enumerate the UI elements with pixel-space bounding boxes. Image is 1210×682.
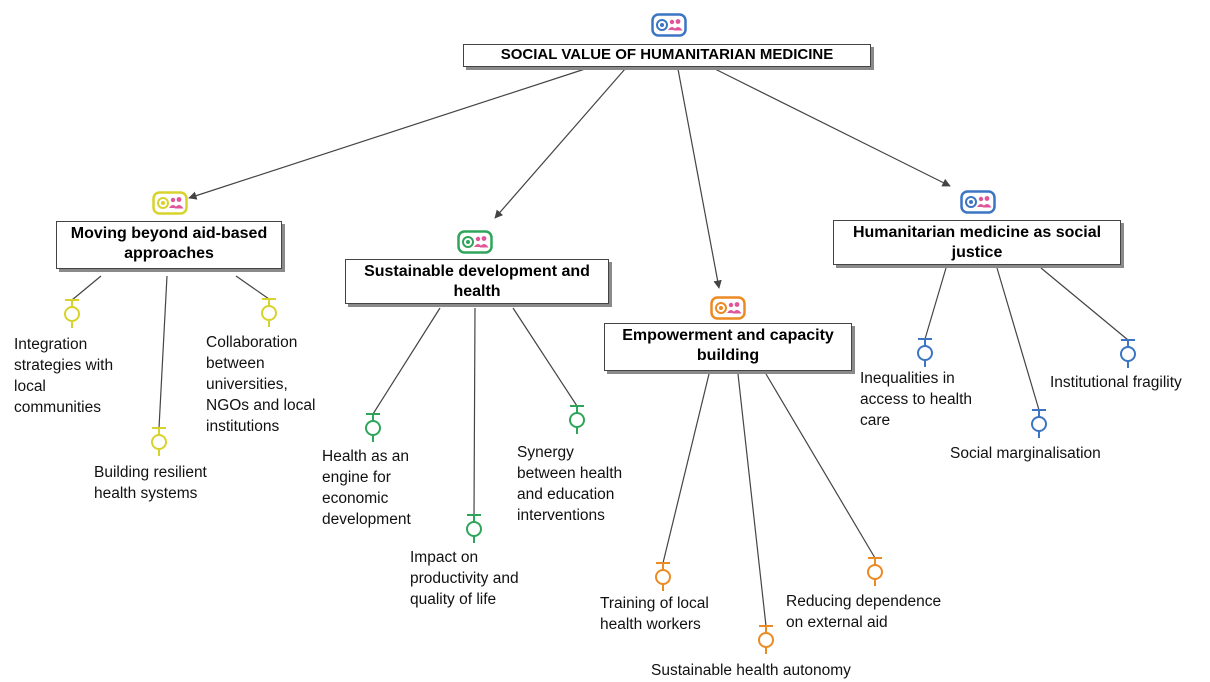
leaf-edge-6 xyxy=(512,307,578,407)
category-empowerment[interactable]: Empowerment and capacity building xyxy=(604,323,852,371)
category-2-idea-person-icon xyxy=(457,230,493,254)
leaf-synergy-health-education[interactable]: Synergy between health and education int… xyxy=(517,444,623,524)
leaf-edge-2 xyxy=(158,275,168,429)
root-idea-person-icon xyxy=(651,13,687,37)
leaf-marker-8 xyxy=(758,625,774,654)
root-edge-4 xyxy=(714,68,951,187)
category-moving-beyond-aid[interactable]: Moving beyond aid-based approaches xyxy=(56,221,282,269)
category-3-idea-person-icon xyxy=(710,296,746,320)
leaf-training-workers[interactable]: Training of local health workers xyxy=(600,595,709,633)
category-social-justice[interactable]: Humanitarian medicine as social justice xyxy=(833,220,1121,265)
leaf-integration-strategies[interactable]: Integration strategies with local commun… xyxy=(14,336,114,416)
leaf-social-marginalisation[interactable]: Social marginalisation xyxy=(950,445,1101,462)
root-edge-3 xyxy=(677,68,722,289)
leaf-collaboration[interactable]: Collaboration between universities, NGOs… xyxy=(206,334,316,435)
leaf-impact-productivity[interactable]: Impact on productivity and quality of li… xyxy=(410,549,519,608)
leaf-institutional-fragility[interactable]: Institutional fragility xyxy=(1050,374,1182,391)
leaf-building-resilient-health[interactable]: Building resilient health systems xyxy=(94,464,207,502)
leaf-marker-6 xyxy=(569,405,585,434)
root-edge-2 xyxy=(494,68,626,219)
leaf-marker-4 xyxy=(365,413,381,442)
leaf-marker-5 xyxy=(466,514,482,543)
leaf-marker-12 xyxy=(1120,339,1136,368)
category-1-idea-person-icon xyxy=(152,191,188,215)
leaf-edge-5 xyxy=(473,307,476,516)
leaf-edge-12 xyxy=(1040,267,1129,341)
leaf-edge-4 xyxy=(372,307,441,415)
category-sustainable-development[interactable]: Sustainable development and health xyxy=(345,259,609,304)
leaf-edge-10 xyxy=(924,267,947,340)
category-4-idea-person-icon xyxy=(960,190,996,214)
leaf-inequalities-access[interactable]: Inequalities in access to health care xyxy=(860,370,973,429)
leaf-marker-10 xyxy=(917,338,933,367)
leaf-marker-7 xyxy=(655,562,671,591)
leaf-edge-9 xyxy=(765,373,876,559)
leaf-marker-2 xyxy=(151,427,167,456)
leaf-edge-1 xyxy=(71,275,102,301)
leaf-edge-7 xyxy=(662,373,710,564)
leaf-marker-1 xyxy=(64,299,80,328)
root-edge-1 xyxy=(188,68,586,200)
leaf-edge-8 xyxy=(737,373,767,627)
leaf-edge-11 xyxy=(996,267,1040,411)
leaf-sustainable-autonomy[interactable]: Sustainable health autonomy xyxy=(651,662,851,679)
root-topic[interactable]: SOCIAL VALUE OF HUMANITARIAN MEDICINE xyxy=(463,44,871,67)
leaf-marker-9 xyxy=(867,557,883,586)
leaf-edge-3 xyxy=(235,275,270,300)
leaf-marker-3 xyxy=(261,298,277,327)
leaf-marker-11 xyxy=(1031,409,1047,438)
leaf-reducing-dependence[interactable]: Reducing dependence on external aid xyxy=(786,593,942,631)
leaf-health-engine[interactable]: Health as an engine for economic develop… xyxy=(322,448,411,528)
